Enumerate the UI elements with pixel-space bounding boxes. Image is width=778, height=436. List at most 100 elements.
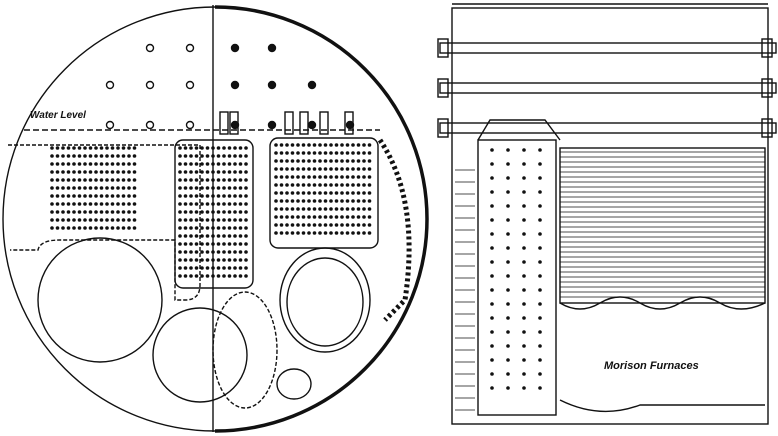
tube-hole	[285, 143, 289, 147]
tube-hole	[329, 215, 333, 219]
tube-hole	[211, 170, 215, 174]
tube-hole	[61, 226, 65, 230]
tube-hole	[296, 223, 300, 227]
tube-hole	[94, 170, 98, 174]
tube-hole	[55, 178, 60, 182]
tube-hole	[318, 223, 322, 227]
tube-hole	[233, 274, 237, 278]
tube-hole	[50, 170, 54, 174]
tube-hole	[116, 186, 120, 190]
tube-hole	[290, 223, 295, 227]
tube-hole	[77, 218, 82, 222]
tube-hole	[312, 143, 317, 147]
stay-hole	[522, 190, 526, 194]
tube-hole	[296, 199, 300, 203]
tube-hole	[72, 178, 76, 182]
combustion-chamber-wall	[377, 138, 412, 322]
tube-hole	[233, 178, 237, 182]
tube-hole	[244, 234, 248, 238]
stay-hole-filled	[230, 43, 240, 53]
tube-hole	[110, 162, 115, 166]
tube-hole	[94, 226, 98, 230]
tube-hole	[351, 215, 355, 219]
tube-hole	[116, 146, 120, 150]
tube-hole	[194, 234, 199, 238]
tube-hole	[99, 154, 104, 158]
tube-hole	[55, 210, 60, 214]
stay-hole	[506, 372, 510, 376]
tube-hole	[233, 202, 237, 206]
boiler-outline	[451, 7, 769, 425]
tube-hole	[233, 146, 237, 150]
tube-hole	[367, 231, 372, 235]
tube-hole	[301, 223, 306, 227]
tube-hole	[189, 178, 193, 182]
tube-hole	[318, 167, 322, 171]
tube-hole	[194, 258, 199, 262]
tube-hole	[233, 210, 237, 214]
furnace-outline	[559, 296, 766, 413]
tube-hole	[132, 186, 137, 190]
stay-hole	[490, 274, 494, 278]
tube-hole	[211, 234, 215, 238]
tube-hole	[329, 231, 333, 235]
tube-hole	[351, 191, 355, 195]
tube-hole	[216, 146, 221, 150]
stay-nut	[219, 111, 229, 135]
tube-hole	[238, 178, 243, 182]
tube-hole	[183, 242, 188, 246]
tube-hole	[205, 170, 210, 174]
stay-hole-filled	[230, 120, 240, 130]
tube-hole	[116, 170, 120, 174]
tube-hole	[244, 242, 248, 246]
tube-hole	[274, 199, 278, 203]
tube-hole	[83, 154, 87, 158]
tube-hole	[194, 170, 199, 174]
tube-hole	[116, 202, 120, 206]
stay-hole	[522, 204, 526, 208]
tube-hole	[200, 170, 204, 174]
tube-hole	[312, 183, 317, 187]
tube-hole	[189, 146, 193, 150]
tube-hole	[200, 218, 204, 222]
tube-hole	[61, 202, 65, 206]
stay-hole	[522, 302, 526, 306]
tube-hole	[340, 215, 344, 219]
tube-hole	[83, 162, 87, 166]
tube-hole	[233, 186, 237, 190]
tube-hole	[216, 274, 221, 278]
tube-hole	[216, 250, 221, 254]
tube-hole	[200, 154, 204, 158]
longitudinal-stays	[437, 38, 777, 138]
tube-hole	[222, 210, 226, 214]
tube-hole	[72, 226, 76, 230]
stay-hole-open	[145, 80, 155, 90]
tube-hole	[55, 186, 60, 190]
tube-hole	[66, 146, 71, 150]
tube-hole	[222, 186, 226, 190]
tube-hole	[312, 191, 317, 195]
tube-hole	[274, 191, 278, 195]
tube-hole	[99, 194, 104, 198]
stay-hole	[538, 260, 542, 264]
tube-hole	[367, 191, 372, 195]
tube-hole	[244, 162, 248, 166]
tube-hole	[178, 274, 182, 278]
tube-hole	[205, 186, 210, 190]
stay-hole-filled	[267, 80, 277, 90]
tube-hole	[312, 175, 317, 179]
tube-hole	[77, 226, 82, 230]
tube-hole	[72, 154, 76, 158]
tube-hole	[99, 170, 104, 174]
tube-hole	[362, 151, 366, 155]
tube-hole	[238, 170, 243, 174]
tube-hole	[233, 226, 237, 230]
tube-hole	[279, 231, 284, 235]
tube-hole	[323, 175, 328, 179]
tube-nest-left	[174, 139, 254, 289]
stay-hole	[538, 190, 542, 194]
tube-hole	[356, 223, 361, 227]
tube-hole	[178, 210, 182, 214]
tube-hole	[285, 167, 289, 171]
tube-hole	[50, 226, 54, 230]
